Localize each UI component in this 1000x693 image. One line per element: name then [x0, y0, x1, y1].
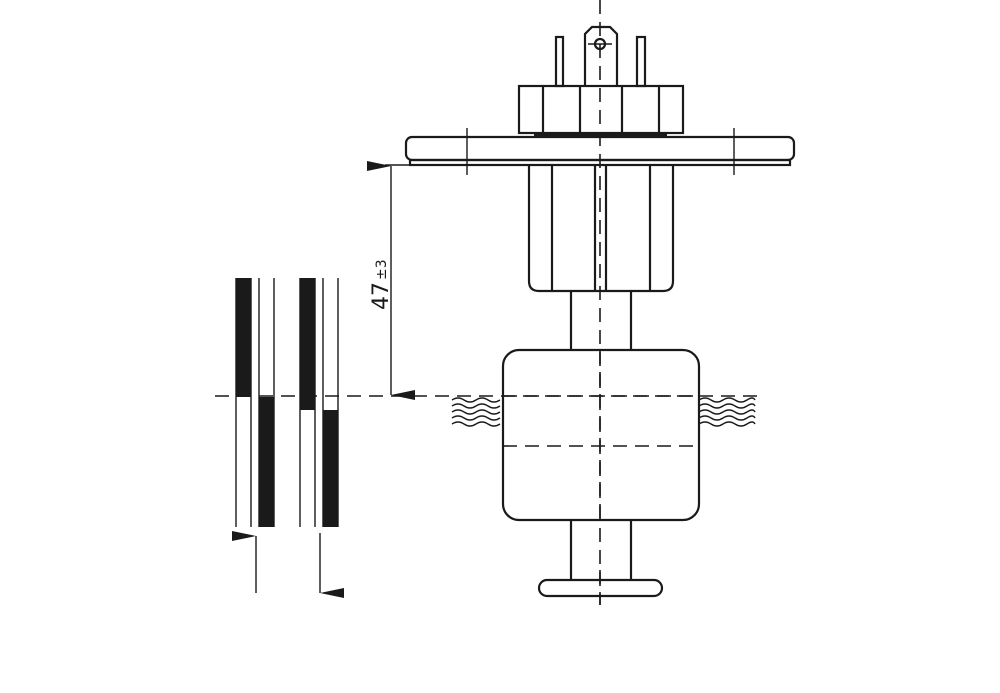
liquid-surface-left — [451, 397, 501, 427]
liquid-surface-right — [698, 397, 756, 427]
dimension-value: 47 — [369, 282, 394, 310]
dimension-tolerance: ±3 — [374, 259, 390, 280]
float — [501, 348, 701, 522]
housing-body — [527, 165, 675, 293]
guide-tube — [569, 291, 633, 580]
switch-symbol-rising — [232, 278, 275, 593]
switch-symbol-falling — [299, 278, 344, 598]
hex-nut — [517, 84, 685, 137]
dimension-47: 47 ±3 — [367, 161, 415, 400]
